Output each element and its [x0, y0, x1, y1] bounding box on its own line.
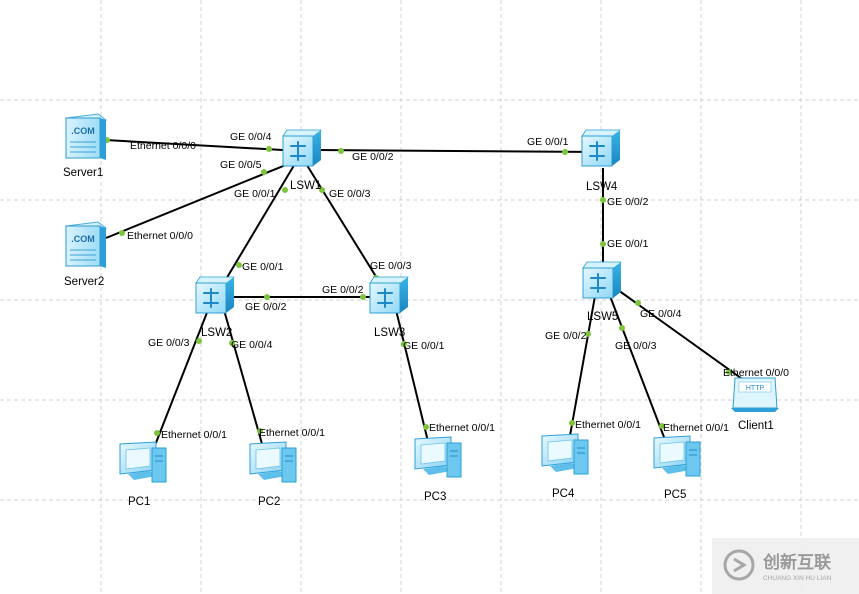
device-label: PC2	[258, 496, 280, 508]
port-labels: Ethernet 0/0/0 GE 0/0/4 Ethernet 0/0/0 G…	[127, 131, 789, 441]
link-lsw1-lsw2[interactable]	[215, 161, 297, 297]
device-label: LSW2	[201, 327, 232, 339]
device-label: PC4	[552, 488, 575, 500]
device-label: Server2	[64, 276, 104, 288]
port-label: GE 0/0/1	[234, 188, 276, 200]
device-label: LSW1	[290, 180, 321, 192]
device-lsw1[interactable]: LSW1	[282, 129, 322, 192]
port-label: GE 0/0/1	[527, 136, 569, 148]
link-lsw5-pc5[interactable]	[609, 295, 673, 459]
device-client1[interactable]: HTTP Client1	[731, 377, 779, 432]
switch-icon	[369, 276, 409, 314]
watermark: 创新互联 CHUANG XIN HU LIAN	[712, 538, 859, 594]
switch-icon	[195, 276, 235, 314]
device-label: PC1	[128, 496, 150, 508]
pc-icon	[119, 441, 167, 483]
port-label: GE 0/0/3	[329, 188, 371, 200]
watermark-logo-icon	[723, 549, 755, 581]
port-label: GE 0/0/4	[230, 131, 272, 143]
port-label: Ethernet 0/0/0	[127, 230, 193, 242]
device-label: Server1	[63, 167, 103, 179]
device-label: LSW5	[587, 311, 618, 323]
link-lsw1-lsw4[interactable]	[317, 149, 601, 153]
port-label: GE 0/0/5	[220, 159, 262, 171]
device-label: Client1	[738, 420, 774, 432]
port-label: GE 0/0/2	[352, 151, 394, 163]
port-label: Ethernet 0/0/1	[161, 429, 227, 441]
device-pc3[interactable]: PC3	[414, 436, 462, 503]
device-pc4[interactable]: PC4	[541, 433, 589, 500]
switch-icon	[581, 129, 621, 167]
device-lsw3[interactable]: LSW3	[369, 276, 409, 339]
port-label: Ethernet 0/0/1	[575, 419, 641, 431]
device-label: LSW4	[586, 181, 618, 193]
svg-text:.COM: .COM	[71, 126, 95, 136]
port-label: GE 0/0/4	[640, 308, 682, 320]
device-label: PC3	[424, 491, 446, 503]
port-label: GE 0/0/3	[148, 337, 190, 349]
switch-icon	[582, 261, 622, 299]
watermark-subtext: CHUANG XIN HU LIAN	[763, 575, 832, 582]
device-label: LSW3	[374, 327, 405, 339]
pc-icon	[414, 436, 462, 478]
pc-icon	[653, 435, 701, 477]
port-label: Ethernet 0/0/0	[723, 367, 789, 379]
link-lsw3-pc3[interactable]	[395, 309, 433, 459]
link-lsw1-lsw3[interactable]	[304, 161, 389, 297]
link-lsw5-pc4[interactable]	[565, 295, 596, 459]
port-label: GE 0/0/1	[607, 238, 649, 250]
pc-icon	[541, 433, 589, 475]
port-label: GE 0/0/2	[245, 301, 287, 313]
device-lsw2[interactable]: LSW2	[195, 276, 235, 339]
port-label: GE 0/0/1	[403, 340, 445, 352]
server-icon: .COM	[64, 221, 108, 268]
port-label: Ethernet 0/0/1	[429, 422, 495, 434]
port-label: GE 0/0/2	[545, 330, 587, 342]
device-server1[interactable]: .COM Server1	[63, 113, 108, 179]
watermark-text: 创新互联	[762, 552, 831, 572]
device-pc1[interactable]: PC1	[119, 441, 167, 508]
port-label: GE 0/0/4	[231, 339, 273, 351]
pc-icon	[249, 441, 297, 483]
device-label: PC5	[664, 489, 686, 501]
svg-text:HTTP: HTTP	[746, 385, 765, 392]
port-label: GE 0/0/2	[322, 284, 364, 296]
device-server2[interactable]: .COM Server2	[64, 221, 108, 288]
port-label: GE 0/0/1	[242, 261, 284, 273]
device-lsw5[interactable]: LSW5	[582, 261, 622, 323]
device-pc5[interactable]: PC5	[653, 435, 701, 501]
switch-icon	[282, 129, 322, 167]
port-label: GE 0/0/3	[370, 260, 412, 272]
port-label: GE 0/0/2	[607, 196, 649, 208]
svg-text:.COM: .COM	[71, 234, 95, 244]
port-label: Ethernet 0/0/0	[130, 140, 196, 152]
port-label: GE 0/0/3	[615, 340, 657, 352]
device-pc2[interactable]: PC2	[249, 441, 297, 508]
http-client-icon: HTTP	[731, 377, 779, 412]
port-label: Ethernet 0/0/1	[663, 422, 729, 434]
device-lsw4[interactable]: LSW4	[581, 129, 621, 193]
port-label: Ethernet 0/0/1	[259, 427, 325, 439]
server-icon: .COM	[64, 113, 108, 160]
